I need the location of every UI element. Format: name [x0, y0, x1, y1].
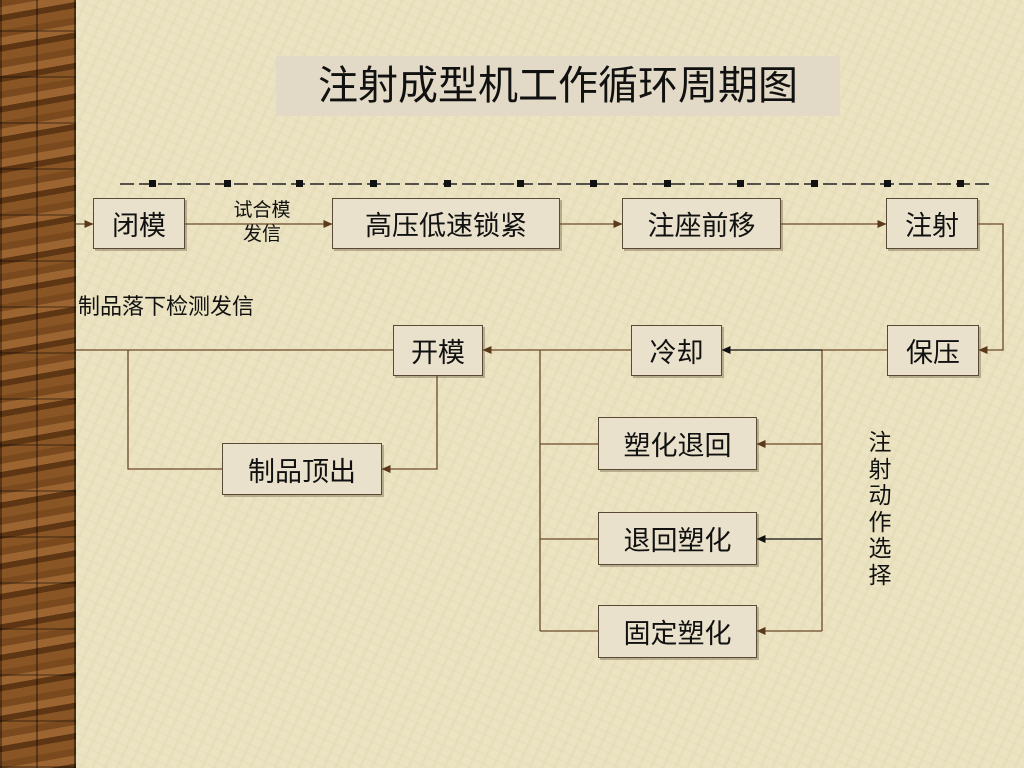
label-zhushe-dongzuo-xuanze: 注射动作选择 — [868, 430, 892, 589]
slide-title: 注射成型机工作循环周期图 — [318, 63, 798, 109]
step-zhipin-dingchu: 制品顶出 — [222, 443, 382, 495]
rail-dots — [149, 180, 964, 187]
step-zhushe: 注射 — [886, 198, 978, 249]
label-shihemo: 试合模 发信 — [222, 198, 302, 246]
arrow-zhushe-baoya — [978, 223, 1004, 354]
step-zhuzuo-qianyi: 注座前移 — [622, 198, 781, 249]
label-zhipin-luoxia: 制品落下检测发信 — [78, 295, 255, 320]
step-gaoya-suojin: 高压低速锁紧 — [332, 198, 560, 249]
step-kaimo: 开模 — [393, 325, 483, 376]
option-guding-suhua: 固定塑化 — [598, 605, 757, 658]
wood-side-panel — [0, 0, 76, 768]
option-tuihui-suhua: 退回塑化 — [598, 512, 757, 565]
step-lengque: 冷却 — [631, 325, 722, 376]
line-dingchu-return — [127, 350, 222, 470]
label-shihemo-line1: 试合模 — [233, 199, 291, 221]
step-baoya: 保压 — [887, 325, 979, 376]
arrow-kaimo-dingchu — [381, 376, 438, 473]
option-suhua-tuihui: 塑化退回 — [598, 417, 757, 470]
label-shihemo-line2: 发信 — [242, 223, 281, 245]
step-bimo: 闭模 — [93, 198, 185, 249]
title-background — [276, 56, 840, 116]
